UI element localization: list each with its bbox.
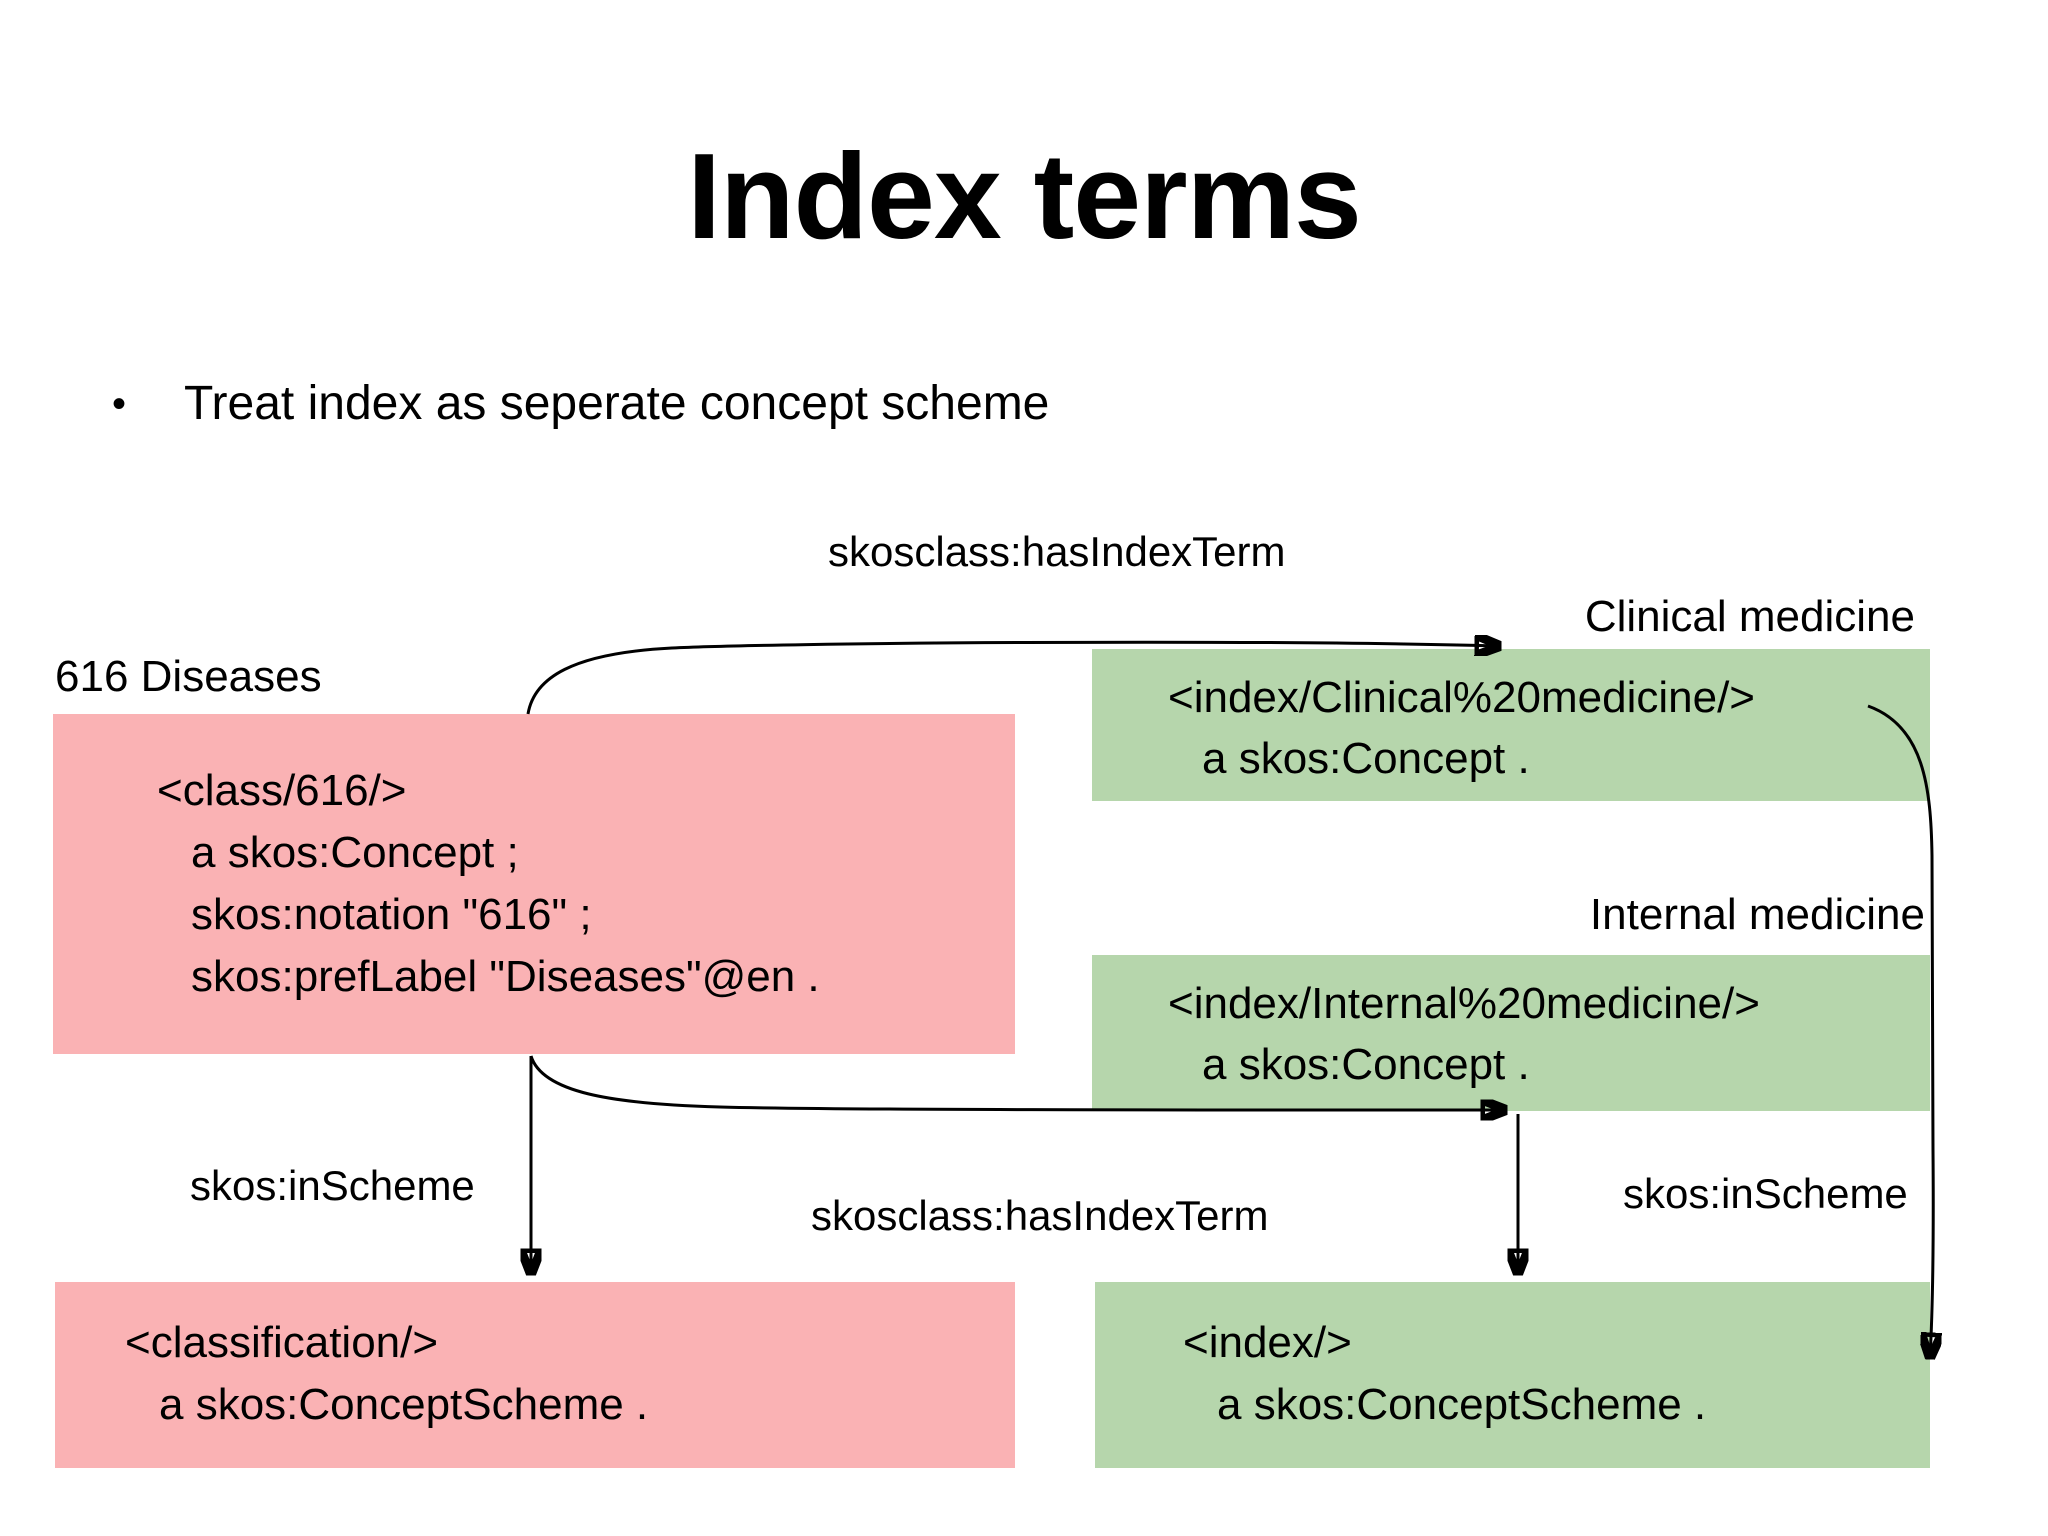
- node-line: a skos:Concept .: [1202, 734, 1530, 783]
- node-title-616-diseases: 616 Diseases: [55, 652, 322, 701]
- edge-label-in-scheme-left: skos:inScheme: [190, 1162, 475, 1209]
- node-box-index-scheme: <index/> a skos:ConceptScheme .: [1095, 1282, 1930, 1468]
- node-line: skos:prefLabel "Diseases"@en .: [191, 952, 820, 1001]
- node-line: <class/616/>: [157, 766, 407, 815]
- node-line: a skos:Concept .: [1202, 1040, 1530, 1089]
- node-line: <classification/>: [125, 1318, 439, 1367]
- node-line: a skos:ConceptScheme .: [1217, 1380, 1707, 1429]
- page-title: Index terms: [687, 128, 1362, 264]
- node-box-index-internal: <index/Internal%20medicine/> a skos:Conc…: [1092, 955, 1930, 1111]
- node-line: <index/Internal%20medicine/>: [1168, 979, 1760, 1028]
- node-line: skos:notation "616" ;: [191, 890, 592, 939]
- edge-label-has-index-term-top: skosclass:hasIndexTerm: [828, 528, 1286, 575]
- node-box-index-clinical: <index/Clinical%20medicine/> a skos:Conc…: [1092, 649, 1930, 801]
- bullet-item: • Treat index as seperate concept scheme: [112, 376, 1049, 431]
- node-title-internal-medicine: Internal medicine: [1589, 890, 1925, 939]
- bullet-text: Treat index as seperate concept scheme: [184, 377, 1050, 430]
- node-box-class-616: <class/616/> a skos:Concept ; skos:notat…: [53, 714, 1015, 1054]
- node-line: <index/>: [1183, 1318, 1352, 1367]
- bullet-dot-icon: •: [112, 381, 127, 426]
- node-line: a skos:Concept ;: [191, 828, 519, 877]
- node-line: a skos:ConceptScheme .: [159, 1380, 649, 1429]
- edge-label-in-scheme-right: skos:inScheme: [1623, 1170, 1908, 1217]
- edge-label-has-index-term-bottom: skosclass:hasIndexTerm: [811, 1192, 1269, 1239]
- node-box-classification-scheme: <classification/> a skos:ConceptScheme .: [55, 1282, 1015, 1468]
- node-line: <index/Clinical%20medicine/>: [1168, 673, 1755, 722]
- node-title-clinical-medicine: Clinical medicine: [1584, 592, 1915, 641]
